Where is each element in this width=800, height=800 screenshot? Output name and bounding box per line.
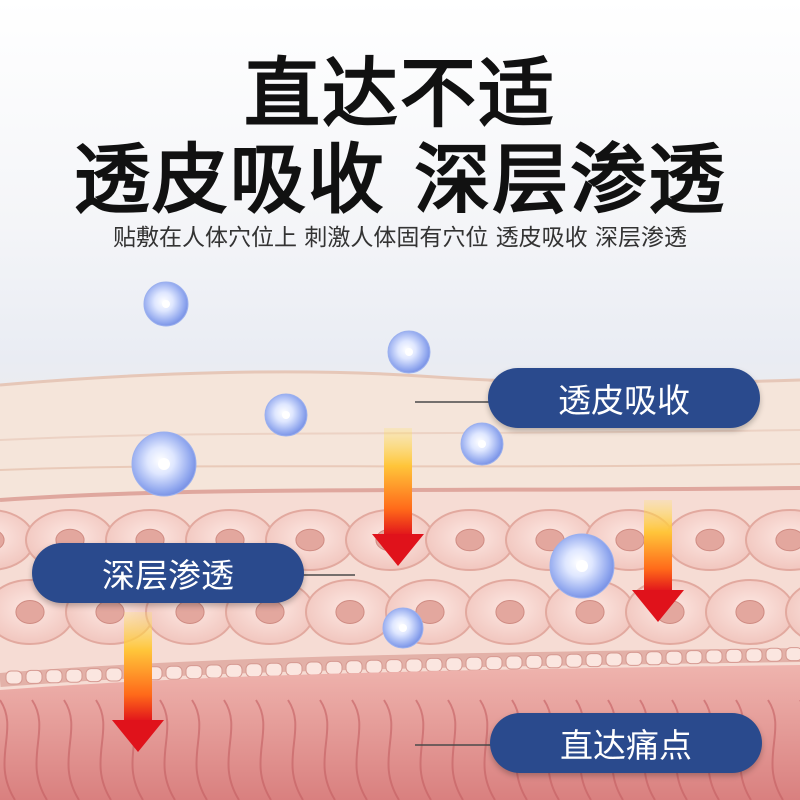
cell bbox=[705, 579, 795, 645]
fiber bbox=[223, 699, 240, 800]
basal-cell bbox=[205, 664, 223, 679]
fiber bbox=[383, 699, 400, 800]
basal-cell bbox=[765, 647, 783, 662]
cells bbox=[0, 509, 800, 645]
fiber bbox=[415, 699, 432, 800]
basal-cell bbox=[325, 660, 343, 675]
muscle-fibers bbox=[0, 699, 800, 800]
basal-cell bbox=[445, 657, 463, 672]
cell bbox=[745, 509, 800, 571]
basal-cell bbox=[25, 669, 43, 684]
basal-cell bbox=[565, 653, 583, 668]
basal-cell bbox=[165, 665, 183, 680]
basal-cell bbox=[745, 648, 763, 663]
fiber bbox=[351, 699, 368, 800]
basal-cell bbox=[425, 657, 443, 672]
basal-cell bbox=[5, 670, 23, 685]
headline-line1: 直达不适 bbox=[244, 49, 556, 138]
fiber bbox=[159, 699, 176, 800]
basal-cell bbox=[485, 656, 503, 671]
bubble-icon bbox=[549, 533, 615, 599]
basal-cell bbox=[705, 649, 723, 664]
fiber bbox=[191, 699, 208, 800]
basal-cell bbox=[605, 652, 623, 667]
basal-cells bbox=[5, 647, 800, 685]
arrow-down-icon-3 bbox=[112, 612, 164, 752]
basal-cell bbox=[725, 648, 743, 663]
basal-cell bbox=[285, 662, 303, 677]
basal-cell bbox=[405, 658, 423, 673]
fiber bbox=[255, 699, 272, 800]
basal-cell bbox=[305, 661, 323, 676]
basal-cell bbox=[685, 650, 703, 665]
basal-cell bbox=[45, 669, 63, 684]
bubble-icon bbox=[382, 607, 424, 649]
label-reach-pain-point: 直达痛点 bbox=[490, 713, 762, 773]
basal-cell bbox=[465, 656, 483, 671]
basal-cell bbox=[645, 651, 663, 666]
fiber bbox=[287, 699, 304, 800]
headline-line2: 透皮吸收 深层渗透 bbox=[73, 135, 727, 224]
bubble-icon bbox=[460, 422, 504, 466]
fiber bbox=[0, 699, 16, 800]
arrow-down-icon-1 bbox=[372, 428, 424, 566]
fiber bbox=[767, 699, 784, 800]
basal-cell bbox=[85, 668, 103, 683]
bubble-icon bbox=[264, 393, 308, 437]
fiber bbox=[31, 699, 48, 800]
cell bbox=[785, 587, 800, 637]
basal-cell bbox=[665, 650, 683, 665]
label-skin-absorption: 透皮吸收 bbox=[488, 368, 760, 428]
fiber bbox=[63, 699, 80, 800]
cell bbox=[425, 509, 515, 571]
basal-cell bbox=[265, 662, 283, 677]
basal-cell bbox=[585, 653, 603, 668]
fiber bbox=[319, 699, 336, 800]
basal-cell bbox=[105, 667, 123, 682]
fiber bbox=[95, 699, 112, 800]
bubble-icon bbox=[387, 330, 431, 374]
basal-cell bbox=[785, 647, 800, 662]
fiber bbox=[479, 699, 496, 800]
cell bbox=[305, 579, 395, 645]
basal-cell bbox=[345, 660, 363, 675]
basal-cell bbox=[65, 668, 83, 683]
basal-cell bbox=[545, 654, 563, 669]
basal-cell bbox=[385, 659, 403, 674]
basal-cell bbox=[365, 659, 383, 674]
bubble-icon bbox=[143, 281, 189, 327]
cell bbox=[665, 509, 755, 571]
basal-cell bbox=[185, 665, 203, 680]
basal-cell bbox=[525, 654, 543, 669]
arrow-down-icon-2 bbox=[632, 500, 684, 622]
basal-cell bbox=[505, 655, 523, 670]
basal-cell bbox=[225, 663, 243, 678]
basal-cell bbox=[245, 663, 263, 678]
cell bbox=[465, 579, 555, 645]
basal-cell bbox=[625, 651, 643, 666]
bubble-icon bbox=[131, 431, 197, 497]
label-deep-penetration: 深层渗透 bbox=[32, 543, 304, 603]
fiber bbox=[447, 699, 464, 800]
subtitle: 贴敷在人体穴位上 刺激人体固有穴位 透皮吸收 深层渗透 bbox=[113, 225, 687, 251]
